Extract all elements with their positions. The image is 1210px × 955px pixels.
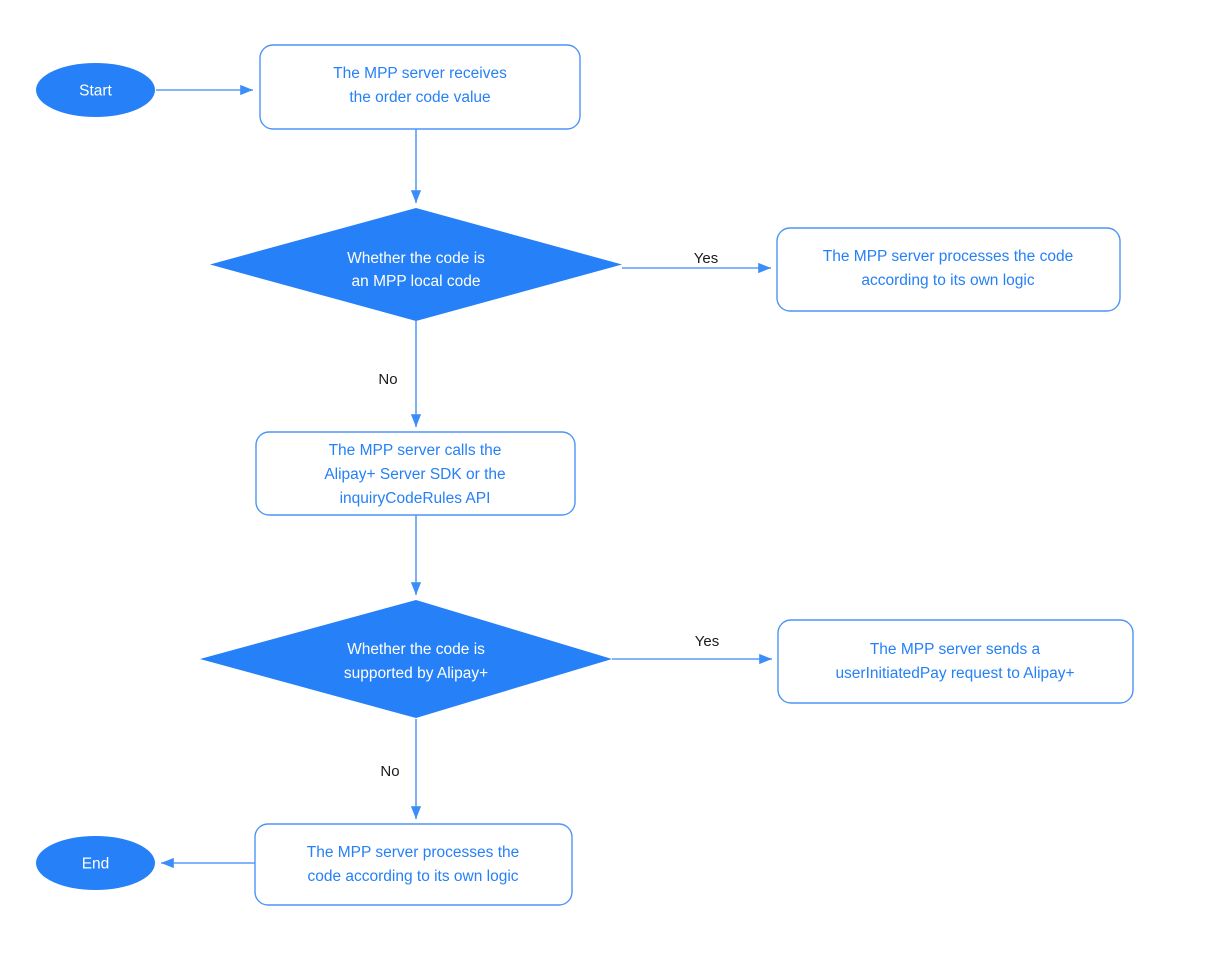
receive-code-box bbox=[259, 44, 581, 130]
call-sdk-line3: inquiryCodeRules API bbox=[340, 490, 491, 507]
end-ellipse bbox=[36, 836, 155, 890]
send-pay-api-suffix: request to Alipay+ bbox=[947, 665, 1075, 682]
start-ellipse bbox=[36, 63, 155, 117]
own-logic-line2: code according to its own logic bbox=[307, 868, 518, 885]
send-pay-box bbox=[777, 619, 1134, 704]
call-sdk-api-name: inquiryCodeRules bbox=[340, 490, 463, 507]
decision-local-line2: an MPP local code bbox=[352, 273, 481, 290]
send-pay-line1: The MPP server sends a bbox=[870, 641, 1041, 658]
node-own-logic-process[interactable]: The MPP server processes the code accord… bbox=[254, 823, 573, 906]
end-label: End bbox=[82, 856, 110, 873]
edge-label-decision2-yes: Yes bbox=[695, 633, 719, 650]
decision-local-line1: Whether the code is bbox=[347, 250, 485, 267]
call-sdk-api-suffix: API bbox=[462, 490, 490, 507]
call-sdk-box bbox=[255, 431, 576, 516]
edge-label-decision2-no: No bbox=[380, 763, 399, 780]
own-logic-box bbox=[254, 823, 573, 906]
node-receive-order-code[interactable]: The MPP server receives the order code v… bbox=[259, 44, 581, 130]
edge-label-decision1-no: No bbox=[378, 371, 397, 388]
decision-supported-line1: Whether the code is bbox=[347, 641, 485, 658]
local-process-box bbox=[776, 227, 1121, 312]
call-sdk-line2: Alipay+ Server SDK or the bbox=[324, 466, 505, 483]
node-decision-is-local-code[interactable]: Whether the code is an MPP local code bbox=[210, 208, 622, 321]
edge-label-decision1-yes: Yes bbox=[694, 250, 718, 267]
node-decision-supported-by-alipay[interactable]: Whether the code is supported by Alipay+ bbox=[200, 600, 612, 718]
decision-supported-line2: supported by Alipay+ bbox=[344, 665, 488, 682]
node-send-user-initiated-pay[interactable]: The MPP server sends a userInitiatedPay … bbox=[777, 619, 1134, 704]
node-start[interactable]: Start bbox=[36, 63, 155, 117]
local-process-line2: according to its own logic bbox=[861, 272, 1034, 289]
decision-supported-diamond bbox=[200, 600, 612, 718]
receive-code-line1: The MPP server receives bbox=[333, 65, 507, 82]
node-end[interactable]: End bbox=[36, 836, 155, 890]
send-pay-api-name: userInitiatedPay bbox=[835, 665, 946, 682]
node-local-process[interactable]: The MPP server processes the code accord… bbox=[776, 227, 1121, 312]
local-process-line1: The MPP server processes the code bbox=[823, 248, 1073, 265]
decision-local-diamond bbox=[210, 208, 622, 321]
node-call-sdk[interactable]: The MPP server calls the Alipay+ Server … bbox=[255, 431, 576, 516]
send-pay-line2: userInitiatedPay request to Alipay+ bbox=[835, 665, 1074, 682]
receive-code-line2: the order code value bbox=[349, 89, 490, 106]
start-label: Start bbox=[79, 83, 112, 100]
call-sdk-line1: The MPP server calls the bbox=[329, 442, 502, 459]
own-logic-line1: The MPP server processes the bbox=[307, 844, 520, 861]
